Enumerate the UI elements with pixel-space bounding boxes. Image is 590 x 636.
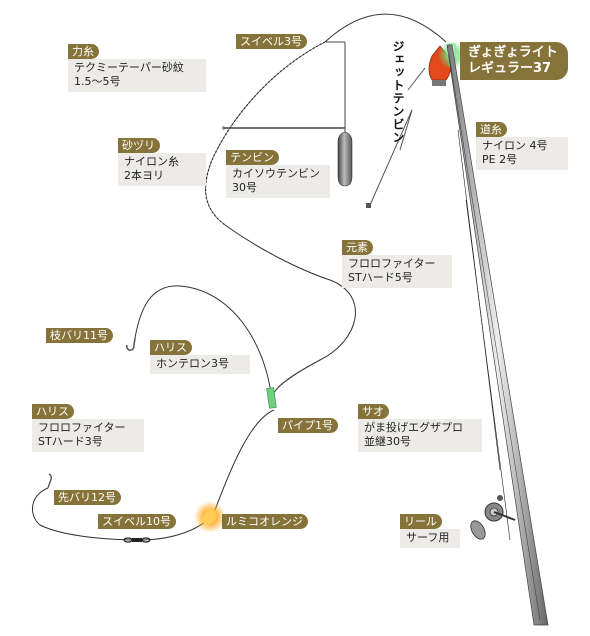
label-rikiito: 力糸 テクミーテーパー砂紋 1.5〜5号	[68, 44, 206, 92]
label-swivel10: スイベル10号	[98, 514, 176, 529]
rikiito-line-2: 1.5〜5号	[74, 75, 121, 88]
rod	[446, 44, 549, 626]
sao-line-1: がま投げエグザプロ	[364, 421, 463, 434]
label-edabari: 枝バリ11号	[46, 328, 113, 343]
tag-lumico: ルミコオレンジ	[222, 514, 308, 529]
harisu-branch-line	[134, 285, 273, 401]
label-jet-tenbin: ジェットテンビン	[391, 40, 405, 144]
label-sunazuri: 砂ヅリ ナイロン糸 2本ヨリ	[118, 138, 206, 186]
michiito-line-2: PE 2号	[482, 153, 518, 166]
box-sao: がま投げエグザプロ 並継30号	[358, 419, 482, 452]
harisu2-line-1: フロロファイター	[38, 421, 126, 434]
label-tenbin: テンビン カイソウテンビン 30号	[226, 150, 330, 198]
box-harisu2: フロロファイター STハード3号	[32, 419, 144, 452]
box-harisu1: ホンテロン3号	[150, 355, 250, 374]
edabari-hook	[126, 337, 136, 351]
tag-sakibari: 先バリ12号	[54, 490, 121, 505]
motoito-line-2: STハード5号	[348, 271, 413, 284]
michiito-line-1: ナイロン 4号	[482, 139, 548, 152]
label-harisu1: ハリス ホンテロン3号	[150, 340, 250, 374]
label-reel: リール サーフ用	[400, 514, 460, 548]
label-swivel3: スイベル3号	[236, 34, 307, 49]
label-sao: サオ がま投げエグザプロ 並継30号	[358, 404, 482, 452]
swivel-10	[123, 537, 151, 543]
reel-line-1: サーフ用	[406, 531, 450, 544]
label-pipe: パイプ1号	[278, 418, 338, 433]
tag-swivel10: スイベル10号	[98, 514, 176, 529]
tag-edabari: 枝バリ11号	[46, 328, 113, 343]
light-line-2: レギュラー37	[468, 61, 552, 76]
box-reel: サーフ用	[400, 529, 460, 548]
tag-motoito: 元素	[342, 240, 373, 255]
main-line	[324, 13, 447, 43]
box-motoito: フロロファイター STハード5号	[342, 255, 452, 288]
tenbin-sinker	[337, 131, 353, 187]
tag-sunazuri: 砂ヅリ	[118, 138, 160, 153]
box-michiito: ナイロン 4号 PE 2号	[476, 137, 568, 170]
harisu1-line-1: ホンテロン3号	[156, 357, 229, 370]
sakibari-hook	[47, 473, 52, 489]
label-light: ぎょぎょライト レギュラー37	[460, 42, 568, 80]
sunazuri-line-1: ナイロン糸	[124, 155, 179, 168]
tag-harisu2: ハリス	[32, 404, 74, 419]
label-harisu2: ハリス フロロファイター STハード3号	[32, 404, 144, 452]
sao-line-2: 並継30号	[364, 435, 411, 448]
tag-swivel3: スイベル3号	[236, 34, 307, 49]
harisu2-line-2: STハード3号	[38, 435, 103, 448]
tag-michiito: 道糸	[476, 122, 507, 137]
jet-tenbin	[366, 67, 426, 208]
lumico-glow	[194, 501, 226, 533]
tenbin-line-2: 30号	[232, 181, 257, 194]
harisu-main-line	[32, 409, 275, 541]
tag-reel: リール	[400, 514, 442, 529]
label-lumico: ルミコオレンジ	[222, 514, 308, 529]
motoito-line-1: フロロファイター	[348, 257, 436, 270]
sunazuri-line-2: 2本ヨリ	[124, 169, 164, 182]
label-sakibari: 先バリ12号	[54, 490, 121, 505]
tenbin-line-1: カイソウテンビン	[232, 167, 320, 180]
tag-sao: サオ	[358, 404, 389, 419]
tag-harisu1: ハリス	[150, 340, 192, 355]
tag-tenbin: テンビン	[226, 150, 279, 165]
label-motoito: 元素 フロロファイター STハード5号	[342, 240, 452, 288]
rikiito-line-1: テクミーテーパー砂紋	[74, 61, 184, 74]
motoito-line	[224, 224, 356, 401]
label-michiito: 道糸 ナイロン 4号 PE 2号	[476, 122, 568, 170]
box-rikiito: テクミーテーパー砂紋 1.5〜5号	[68, 59, 206, 92]
tag-rikiito: 力糸	[68, 44, 99, 59]
tag-pipe: パイプ1号	[278, 418, 338, 433]
box-sunazuri: ナイロン糸 2本ヨリ	[118, 153, 206, 186]
box-tenbin: カイソウテンビン 30号	[226, 165, 330, 198]
light-line-1: ぎょぎょライト	[468, 45, 558, 60]
pipe	[266, 387, 277, 409]
reel	[470, 495, 516, 540]
